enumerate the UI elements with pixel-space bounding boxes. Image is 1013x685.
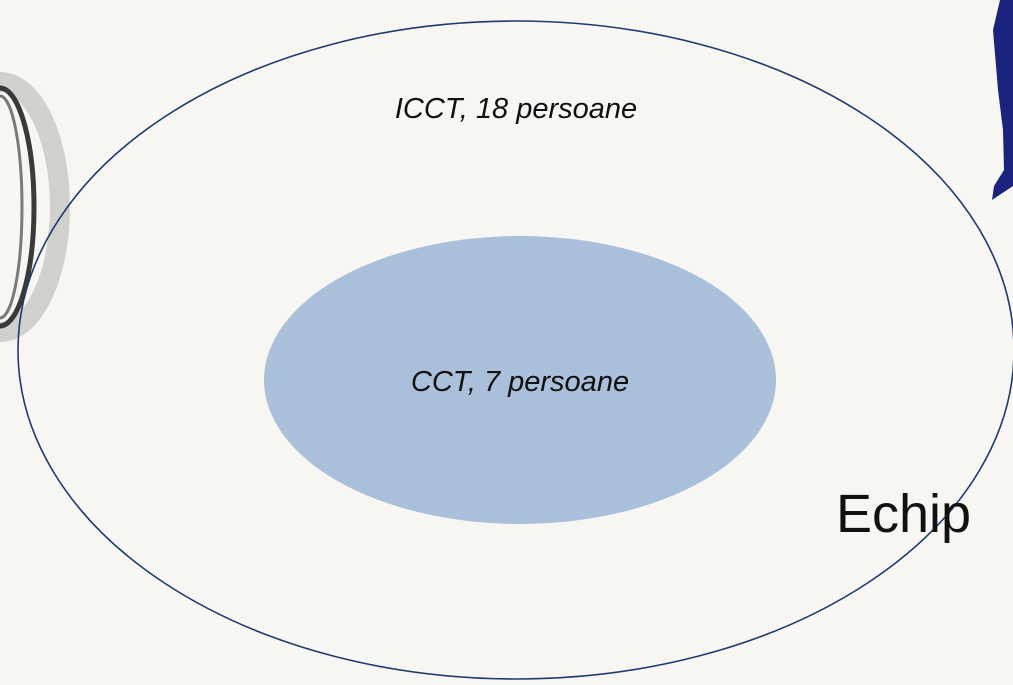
inner-ellipse-cct — [264, 236, 776, 524]
outer-label: ICCT, 18 persoane — [395, 93, 637, 125]
side-title-fragment: Echip — [836, 484, 971, 544]
inner-label: CCT, 7 persoane — [411, 366, 629, 398]
outer-ellipse-icct — [17, 20, 1013, 680]
left-logo-fragment — [0, 72, 70, 342]
right-logo-fragment — [992, 0, 1013, 200]
